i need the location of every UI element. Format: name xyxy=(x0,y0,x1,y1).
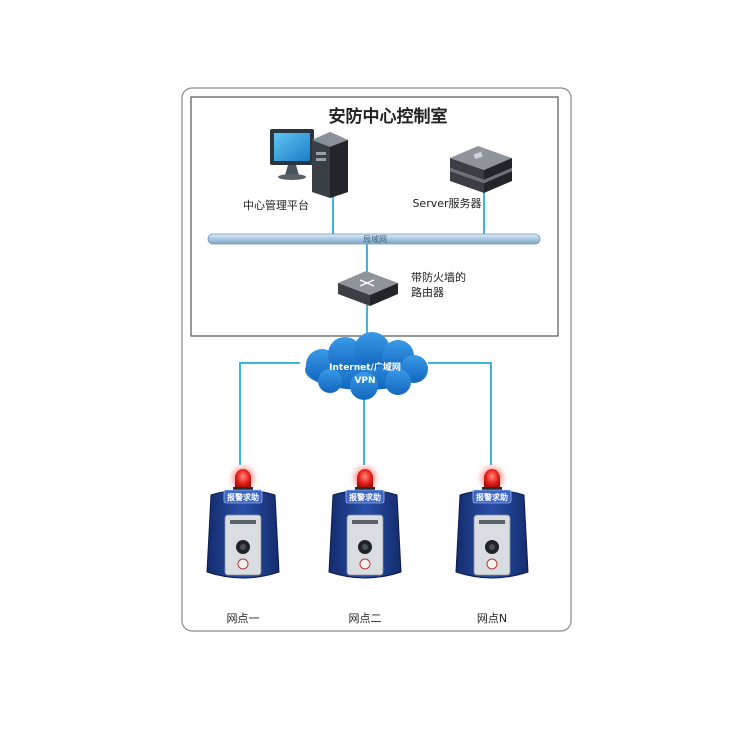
call-button-icon xyxy=(359,558,371,570)
alarm-light-icon xyxy=(235,469,251,488)
alarm-terminal: 报警求助 xyxy=(206,467,280,579)
call-button-icon xyxy=(486,558,498,570)
server-label: Server服务器 xyxy=(412,197,481,210)
alarm-terminal: 报警求助 xyxy=(328,467,402,579)
server-icon xyxy=(450,146,512,193)
network-line2: VPN xyxy=(354,376,375,386)
platform-computer xyxy=(270,129,348,198)
branch-right xyxy=(428,362,492,465)
alarm-button-label: 报警求助 xyxy=(349,492,381,502)
router-label-line1: 带防火墙的 xyxy=(411,270,466,284)
router-icon xyxy=(338,271,398,306)
network-line1: Internet/广域网 xyxy=(329,361,401,373)
call-button-icon xyxy=(237,558,249,570)
alarm-button-label: 报警求助 xyxy=(476,492,508,502)
lan-label: 局域网 xyxy=(363,234,387,244)
terminal-label: 网点二 xyxy=(349,612,382,625)
alarm-light-icon xyxy=(357,469,373,488)
alarm-light-icon xyxy=(484,469,500,488)
lan-bus xyxy=(207,233,541,245)
tower-icon xyxy=(312,132,348,198)
router-label-line2: 路由器 xyxy=(411,285,444,299)
branch-left xyxy=(239,362,300,465)
alarm-terminal: 报警求助 xyxy=(455,467,529,579)
monitor-icon xyxy=(270,129,314,180)
platform-label: 中心管理平台 xyxy=(243,198,309,212)
terminal-label: 网点一 xyxy=(227,612,260,625)
control-room-title: 安防中心控制室 xyxy=(329,106,448,127)
terminal-label: 网点N xyxy=(477,612,507,625)
cloud-icon xyxy=(305,332,428,400)
alarm-button-label: 报警求助 xyxy=(227,492,259,502)
